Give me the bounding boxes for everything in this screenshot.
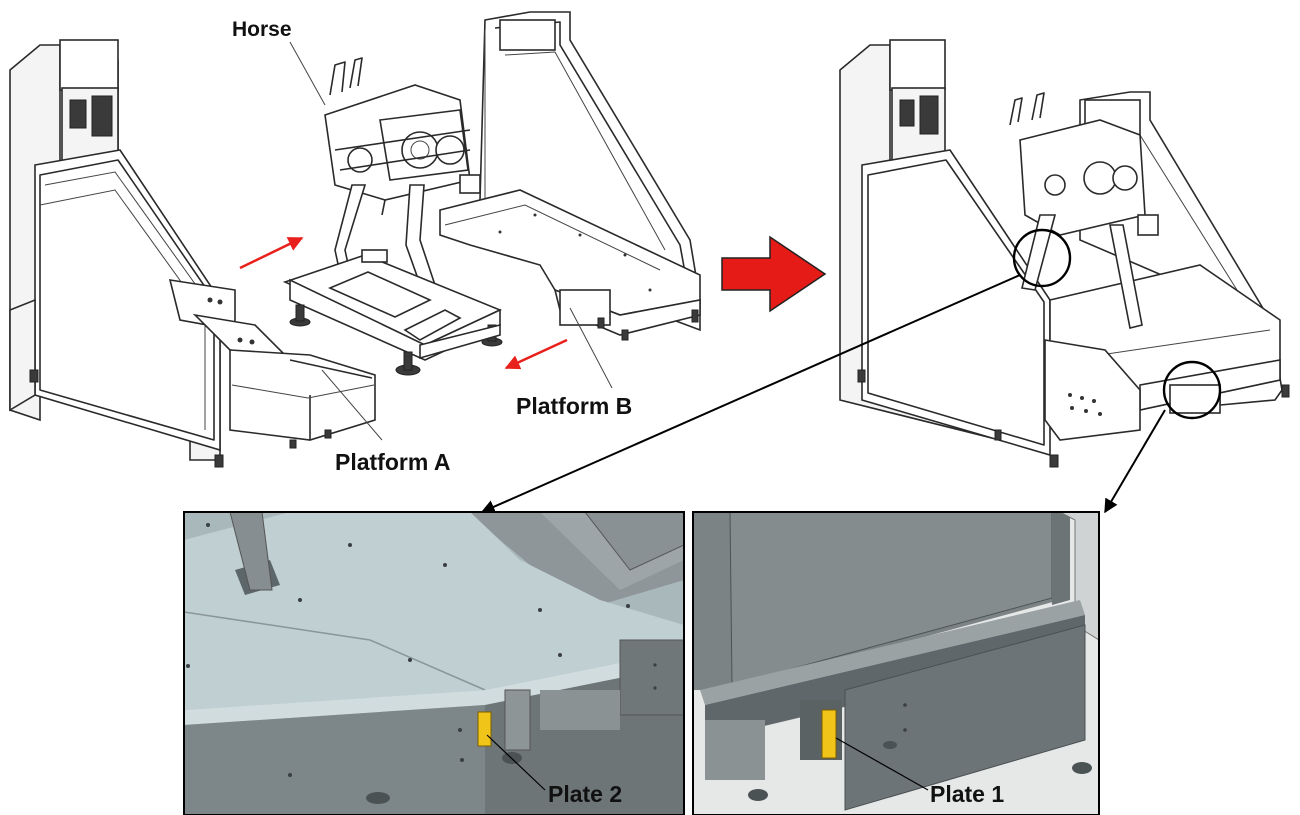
callout-circle-plate-1	[1162, 360, 1222, 420]
label-plate-2: Plate 2	[548, 781, 622, 807]
transition-arrow	[721, 235, 827, 313]
detail-panel-plate-1	[692, 511, 1100, 815]
slide-out-arrow	[504, 338, 568, 370]
plate-1	[821, 709, 837, 759]
horse	[324, 57, 481, 321]
right-cabinet	[439, 11, 701, 341]
label-plate-1: Plate 1	[930, 781, 1004, 807]
slide-in-arrow	[239, 236, 304, 270]
callout-arrow-plate-1	[1104, 409, 1166, 514]
callout-circle-plate-2	[1012, 228, 1072, 288]
label-horse: Horse	[232, 18, 292, 41]
platform-a	[229, 349, 376, 449]
detail-panel-plate-2	[183, 511, 685, 815]
label-platform-a: Platform A	[335, 449, 450, 475]
exploded-view	[9, 11, 701, 468]
assembled-view	[839, 39, 1290, 468]
callout-arrow-plate-2	[480, 274, 1021, 514]
left-cabinet	[9, 39, 307, 468]
horse-base	[282, 249, 503, 376]
label-platform-b: Platform B	[516, 393, 632, 419]
plate-2	[477, 711, 492, 747]
